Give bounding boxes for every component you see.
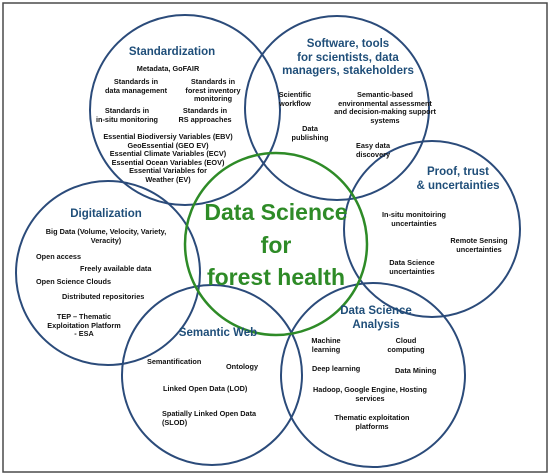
software-item-scientific-workflow: Scientific workflow [278, 90, 312, 108]
standardization-item-data-management: Standards in data management [104, 77, 168, 95]
digitalization-item-open-access: Open access [36, 252, 82, 261]
analysis-item-thematic-platforms: Thematic exploitation platforms [334, 413, 410, 431]
analysis-item-hadoop: Hadoop, Google Engine, Hosting services [313, 385, 427, 403]
standardization-circle [89, 14, 281, 206]
proof-item-in-situ-uncertainties: In-situ monitoiring uncertainties [381, 210, 447, 228]
analysis-item-deep-learning: Deep learning [312, 364, 361, 373]
software-item-easy-discovery: Easy data discovery [355, 141, 391, 159]
semantic-web-circle [121, 284, 303, 466]
standardization-title: Standardization [128, 46, 216, 58]
software-item-semantic-based: Semantic-based environmental assessment … [334, 90, 436, 125]
analysis-item-machine-learning: Machine learning [311, 336, 341, 354]
standardization-item-rs-approaches: Standards in RS approaches [178, 106, 232, 124]
semantic-web-item-lod: Linked Open Data (LOD) [163, 384, 248, 393]
digitalization-item-freely-available: Freely available data [80, 264, 152, 273]
software-circle [244, 15, 430, 201]
digitalization-item-tep: TEP – Thematic Exploitation Platform - E… [47, 312, 121, 339]
proof-circle [343, 140, 521, 318]
analysis-title: Data Science Analysis [340, 305, 412, 331]
analysis-circle [280, 282, 466, 468]
semantic-web-item-semantification: Semantification [147, 357, 202, 366]
semantic-web-item-slod: Spatially Linked Open Data (SLOD) [162, 409, 257, 427]
digitalization-item-open-science-clouds: Open Science Clouds [36, 277, 112, 286]
proof-item-rs-uncertainties: Remote Sensing uncertainties [450, 236, 508, 254]
digitalization-title: Digitalization [70, 208, 142, 220]
center-title: Data Science for forest health [204, 199, 348, 291]
standardization-item-essential-variables: Essential Biodiversiy Variables (EBV) Ge… [103, 132, 233, 185]
software-title: Software, tools for scientists, data man… [282, 38, 414, 78]
center-circle [183, 151, 369, 337]
digitalization-circle [15, 180, 201, 366]
analysis-item-data-mining: Data Mining [395, 366, 437, 375]
standardization-item-metadata: Metadata, GoFAIR [136, 64, 200, 73]
software-item-data-publishing: Data publishing [291, 124, 329, 142]
semantic-web-item-ontology: Ontology [226, 362, 259, 371]
proof-title: Proof, trust & uncertainties [416, 166, 500, 192]
digitalization-item-big-data: Big Data (Volume, Velocity, Variety, Ver… [45, 227, 167, 245]
standardization-item-forest-inventory: Standards in forest inventory monitoring [185, 77, 241, 104]
analysis-item-cloud-computing: Cloud computing [387, 336, 425, 354]
proof-item-ds-uncertainties: Data Science uncertainties [389, 258, 435, 276]
digitalization-item-distributed-repositories: Distributed repositories [62, 292, 145, 301]
semantic-web-title: Semantic Web [178, 327, 258, 339]
standardization-item-in-situ: Standards in in-situ monitoring [95, 106, 159, 124]
